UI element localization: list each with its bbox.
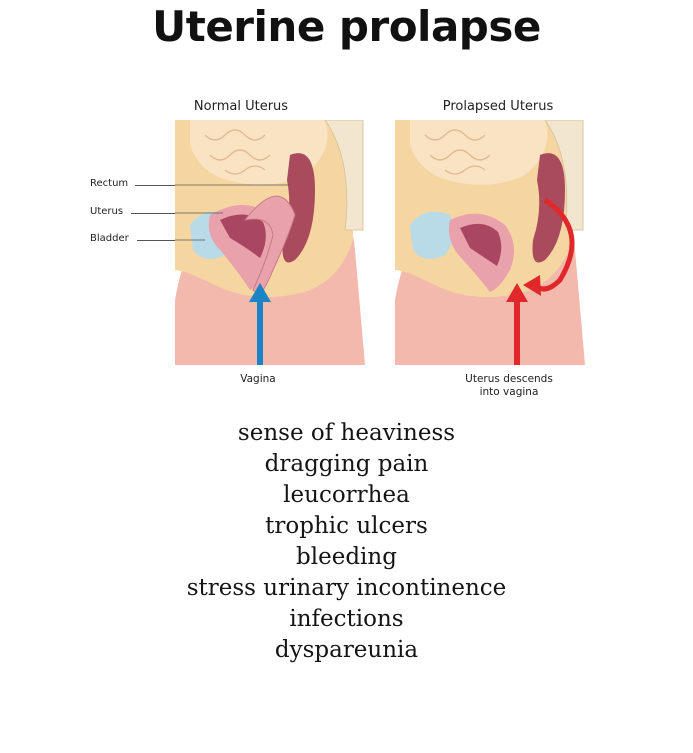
rectum (282, 153, 315, 263)
list-item: bleeding (296, 544, 397, 570)
descent-caption-line2: into vagina (479, 386, 539, 398)
list-item: sense of heaviness (237, 420, 456, 446)
vagina-arrow-head (249, 283, 271, 302)
list-item: trophic ulcers (265, 513, 428, 539)
symptom-list: sense of heaviness dragging pain leucorr… (0, 418, 693, 666)
rectum-label: Rectum (90, 178, 129, 189)
bladder-label: Bladder (90, 233, 129, 244)
prolapsed-uterus-heading: Prolapsed Uterus (442, 99, 554, 114)
spine (324, 120, 364, 231)
list-item: dyspareunia (274, 637, 419, 663)
bladder (410, 211, 454, 259)
list-item: leucorrhea (283, 482, 410, 508)
list-item: infections (289, 606, 404, 632)
rectum (532, 153, 565, 263)
vaginal-canal (243, 195, 296, 296)
list-item: stress urinary incontinence (186, 575, 507, 601)
descent-caption-line1: Uterus descends (465, 373, 553, 385)
normal-uterus-heading: Normal Uterus (193, 99, 289, 114)
normal-uterus-diagram (175, 120, 365, 365)
descent-arrow-head (506, 283, 528, 302)
page-title: Uterine prolapse (152, 2, 541, 51)
prolapsed-uterus-diagram (395, 120, 585, 365)
list-item: dragging pain (264, 451, 429, 477)
vagina-caption: Vagina (240, 373, 276, 385)
uterus-label: Uterus (90, 206, 124, 217)
descent-curved-arrow (533, 197, 575, 292)
